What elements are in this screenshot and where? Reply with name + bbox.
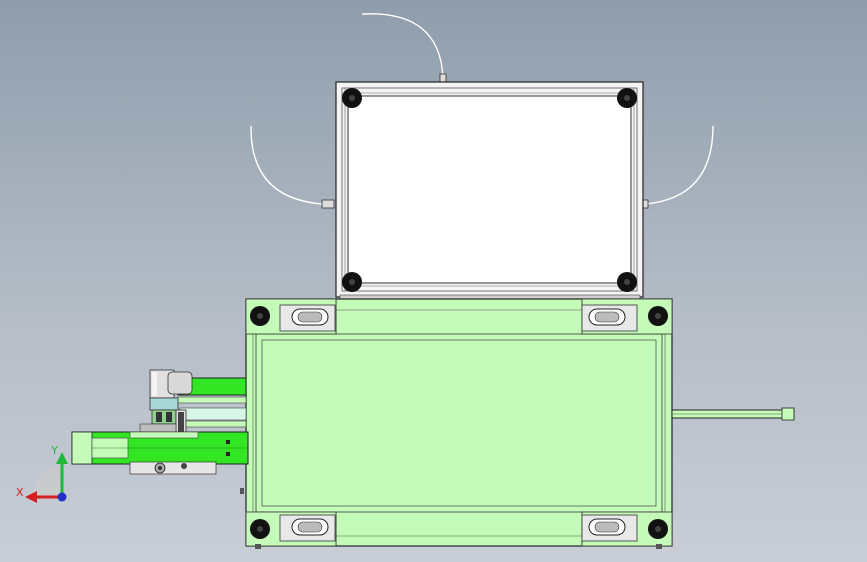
caster-wheel — [279, 514, 336, 542]
lid-swing-arc-left — [250, 125, 323, 205]
motor — [139, 369, 193, 439]
arm-assembly[interactable] — [71, 369, 249, 494]
lid-swing-arc-top — [361, 13, 444, 79]
top-lid[interactable] — [250, 13, 714, 301]
caster-wheel — [581, 304, 638, 332]
caster-wheel — [581, 514, 638, 542]
caster-wheel — [279, 304, 336, 332]
cart-frame[interactable] — [245, 298, 673, 549]
side-handle-rail[interactable] — [671, 407, 795, 421]
axis-y-label: Y — [50, 444, 58, 457]
axis-triad: Y X — [16, 444, 68, 503]
axis-x-label: X — [16, 486, 24, 499]
lid-swing-arc-right — [644, 125, 714, 205]
